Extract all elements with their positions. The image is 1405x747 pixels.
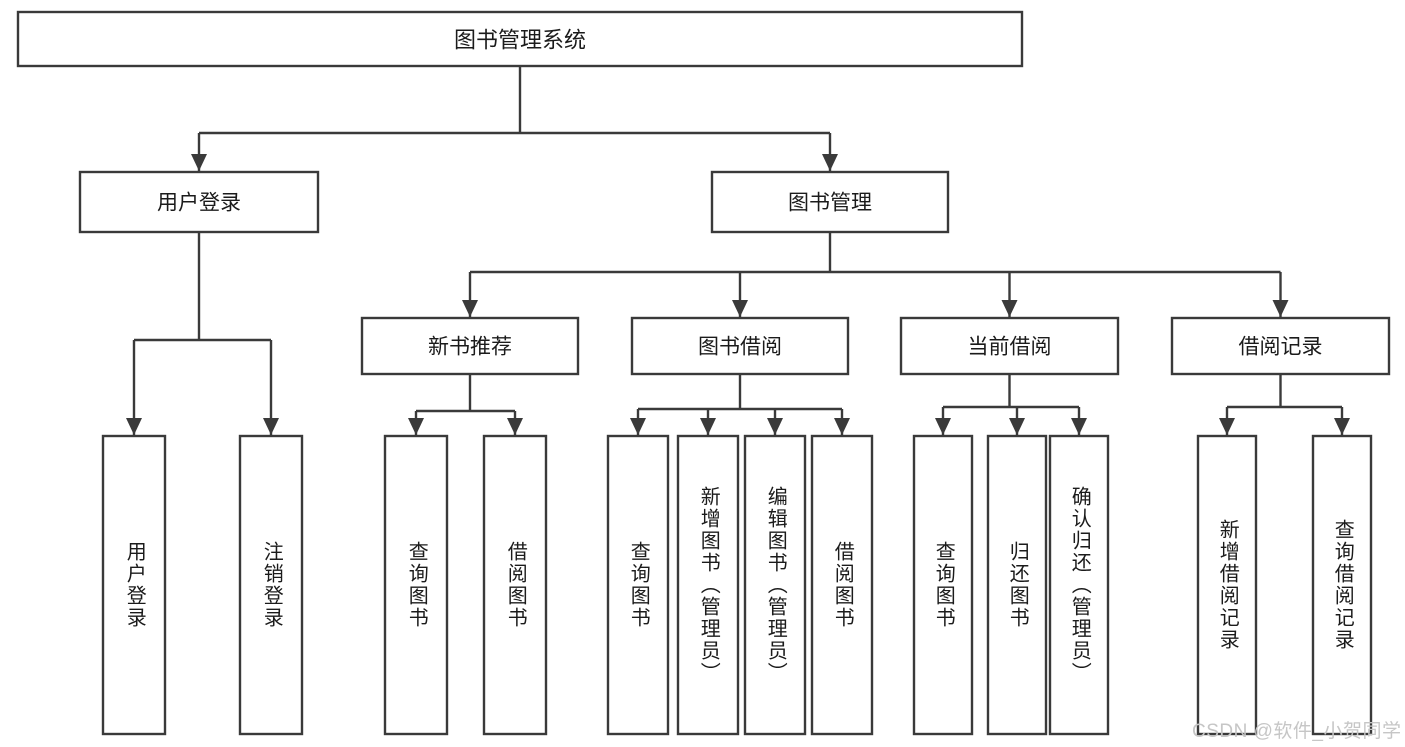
node-level3-label-0: 新书推荐 <box>428 336 512 359</box>
node-leaf-box-0 <box>101 434 167 736</box>
node-level3-label-1: 图书借阅 <box>698 336 782 359</box>
group-1-arrow-0 <box>630 418 646 435</box>
node-leaf-box-9 <box>986 434 1048 736</box>
manage-to-level3-arrow-2 <box>1001 300 1018 317</box>
node-level3-label-3: 借阅记录 <box>1239 336 1323 359</box>
node-level2-box-0 <box>78 170 320 234</box>
manage-to-level3-arrow-3 <box>1272 300 1289 317</box>
root-to-level2-arrow-0 <box>191 154 207 171</box>
login-to-leaves-arrow-1 <box>263 418 279 435</box>
root-to-level2-arrow-1 <box>822 154 838 171</box>
node-box-layer <box>16 10 1391 736</box>
group-1-arrow-3 <box>834 418 850 435</box>
node-leaf-box-8 <box>912 434 974 736</box>
node-level3-box-1 <box>630 316 850 376</box>
group-2-arrow-2 <box>1071 418 1087 435</box>
login-to-leaves-arrow-0 <box>126 418 142 435</box>
node-root-label: 图书管理系统 <box>454 28 586 53</box>
node-leaf-box-11 <box>1196 434 1258 736</box>
node-level3-label-2: 当前借阅 <box>968 336 1052 359</box>
group-0-arrow-0 <box>408 418 424 435</box>
node-root-box <box>16 10 1024 68</box>
node-leaf-box-12 <box>1311 434 1373 736</box>
group-3-arrow-1 <box>1334 418 1350 435</box>
group-2-arrow-1 <box>1009 418 1025 435</box>
group-0-arrow-1 <box>507 418 523 435</box>
node-level2-label-0: 用户登录 <box>157 192 241 215</box>
node-leaf-box-7 <box>810 434 874 736</box>
node-level2-box-1 <box>710 170 950 234</box>
node-level3-box-2 <box>899 316 1120 376</box>
node-level3-box-3 <box>1170 316 1391 376</box>
node-leaf-box-10 <box>1048 434 1110 736</box>
node-leaf-box-3 <box>482 434 548 736</box>
node-leaf-box-2 <box>383 434 449 736</box>
node-level3-box-0 <box>360 316 580 376</box>
node-level2-label-1: 图书管理 <box>788 192 872 215</box>
node-leaf-box-5 <box>676 434 740 736</box>
node-leaf-box-4 <box>606 434 670 736</box>
node-leaf-box-6 <box>743 434 807 736</box>
group-1-arrow-2 <box>767 418 783 435</box>
group-3-arrow-0 <box>1219 418 1235 435</box>
csdn-watermark: CSDN @软件_小贺同学 <box>1192 721 1402 742</box>
manage-to-level3-arrow-0 <box>462 300 478 317</box>
manage-to-level3-arrow-1 <box>732 300 748 317</box>
group-2-arrow-0 <box>935 418 951 435</box>
group-1-arrow-1 <box>700 418 716 435</box>
node-leaf-box-1 <box>238 434 304 736</box>
connector-layer <box>126 66 1350 435</box>
